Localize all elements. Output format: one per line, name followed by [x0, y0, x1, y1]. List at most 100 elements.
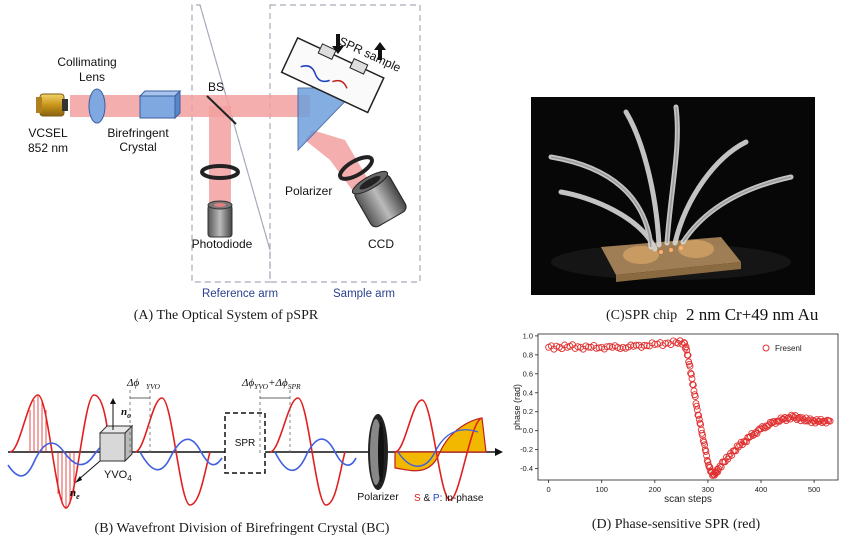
reference-arm-label: Reference arm — [202, 288, 278, 300]
data-point — [683, 346, 691, 354]
x-tick-label: 400 — [755, 485, 768, 494]
vcsel-label: VCSEL — [28, 126, 68, 140]
data-point — [701, 441, 709, 449]
p-wave-2 — [139, 438, 223, 471]
spr-chip-photo — [531, 97, 815, 295]
data-point — [826, 417, 834, 425]
panel-b-wavefront: Δϕ YVO SPR ΔϕYVO+ΔϕSPR no ne YVO4 Polari… — [7, 377, 503, 536]
data-point — [691, 393, 699, 401]
arrow-up-icon — [374, 42, 386, 60]
sample-polarizer-icon — [338, 155, 374, 181]
photodiode-label: Photodiode — [192, 237, 253, 251]
data-point — [687, 370, 695, 378]
polarizer-disk-icon — [368, 414, 388, 490]
vcsel-icon — [36, 93, 68, 117]
data-point — [750, 430, 758, 438]
collimating-lens-icon — [88, 88, 106, 124]
n-o-label: no — [121, 406, 131, 420]
collimating-label: Collimating — [57, 55, 116, 69]
data-point — [661, 340, 669, 347]
data-point — [689, 380, 697, 388]
data-point — [699, 431, 707, 439]
data-point — [693, 402, 701, 410]
y-axis-title: phase (rad) — [512, 384, 522, 430]
data-point — [682, 343, 690, 351]
crystal-label: Crystal — [119, 140, 156, 154]
data-point — [713, 469, 720, 476]
delta-yvo-sub: YVO — [146, 382, 161, 391]
x-tick-label: 500 — [808, 485, 821, 494]
data-point — [643, 342, 651, 350]
p-wave-3 — [274, 438, 357, 471]
data-point — [686, 362, 694, 370]
plot-area — [537, 333, 839, 481]
y-tick-label: 0.8 — [523, 350, 533, 359]
data-point — [684, 351, 692, 359]
yvo4-label: YVO4 — [104, 469, 132, 483]
y-tick-label: 0.0 — [523, 426, 533, 435]
y-tick-label: 0.6 — [523, 369, 533, 378]
ccd-camera-icon — [351, 170, 407, 228]
x-tick-label: 200 — [649, 485, 662, 494]
main-beam — [70, 95, 310, 117]
data-point — [703, 452, 711, 460]
data-point — [692, 400, 700, 408]
s-wave-4 — [394, 399, 483, 501]
data-point — [595, 344, 603, 352]
spr-sample-icon — [280, 36, 385, 114]
y-tick-label: -0.2 — [520, 445, 533, 454]
y-tick-label: 1.0 — [523, 331, 533, 340]
x-tick-label: 300 — [702, 485, 715, 494]
spr-chip-illustration — [531, 97, 815, 295]
p-wave-4 — [397, 429, 479, 467]
reference-polarizer-icon — [200, 164, 240, 180]
sample-arm-box — [269, 4, 421, 283]
polarizer-b-label: Polarizer — [357, 491, 399, 503]
bs-label: BS — [208, 80, 224, 94]
data-point — [770, 418, 778, 425]
data-point — [766, 418, 774, 426]
panel-d-caption: (D) Phase-sensitive SPR (red) — [592, 517, 761, 532]
legend-marker — [762, 344, 770, 352]
data-point — [695, 412, 703, 419]
data-point — [592, 344, 600, 352]
birefringent-crystal-icon — [138, 89, 182, 120]
data-point — [640, 341, 648, 349]
panel-c-note: 2 nm Cr+49 nm Au — [686, 305, 819, 324]
data-point — [697, 421, 705, 428]
lens-label: Lens — [79, 70, 105, 84]
spr-box — [224, 412, 266, 474]
spr-box-label: SPR — [235, 438, 256, 449]
p-wave-1 — [7, 442, 113, 477]
beam-splitter-icon — [206, 95, 237, 125]
birefringent-label: Birefringent — [107, 126, 169, 140]
x-tick-label: 0 — [547, 485, 551, 494]
panel-c-caption: (C)SPR chip — [606, 308, 677, 323]
yvo4-crystal-icon — [98, 424, 134, 463]
delta-total-label: ΔϕYVO+ΔϕSPR — [241, 377, 301, 391]
x-tick-label: 100 — [595, 485, 608, 494]
y-tick-label: 0.4 — [523, 388, 533, 397]
in-phase-fill-2 — [439, 417, 487, 453]
photodiode-icon — [207, 200, 233, 238]
delta-yvo-label: Δϕ — [126, 377, 139, 389]
ccd-label: CCD — [368, 237, 394, 251]
data-point — [748, 430, 756, 438]
s-wave-3 — [269, 397, 346, 506]
sample-arm-label: Sample arm — [333, 288, 395, 300]
s-wave-hatch — [29, 396, 75, 508]
sample-beam — [305, 130, 372, 198]
in-phase-label: S & P: in-phase — [414, 493, 484, 504]
data-point — [681, 339, 689, 347]
axis-arrowhead-icon — [495, 448, 503, 456]
data-point — [796, 414, 803, 421]
x-axis-title: scan steps — [664, 494, 712, 505]
legend-label: Fresenl — [775, 344, 802, 353]
y-tick-label: -0.4 — [520, 464, 533, 473]
in-phase-fill-1 — [394, 451, 441, 472]
panel-b-caption: (B) Wavefront Division of Birefringent C… — [95, 521, 390, 536]
data-point — [695, 415, 703, 423]
